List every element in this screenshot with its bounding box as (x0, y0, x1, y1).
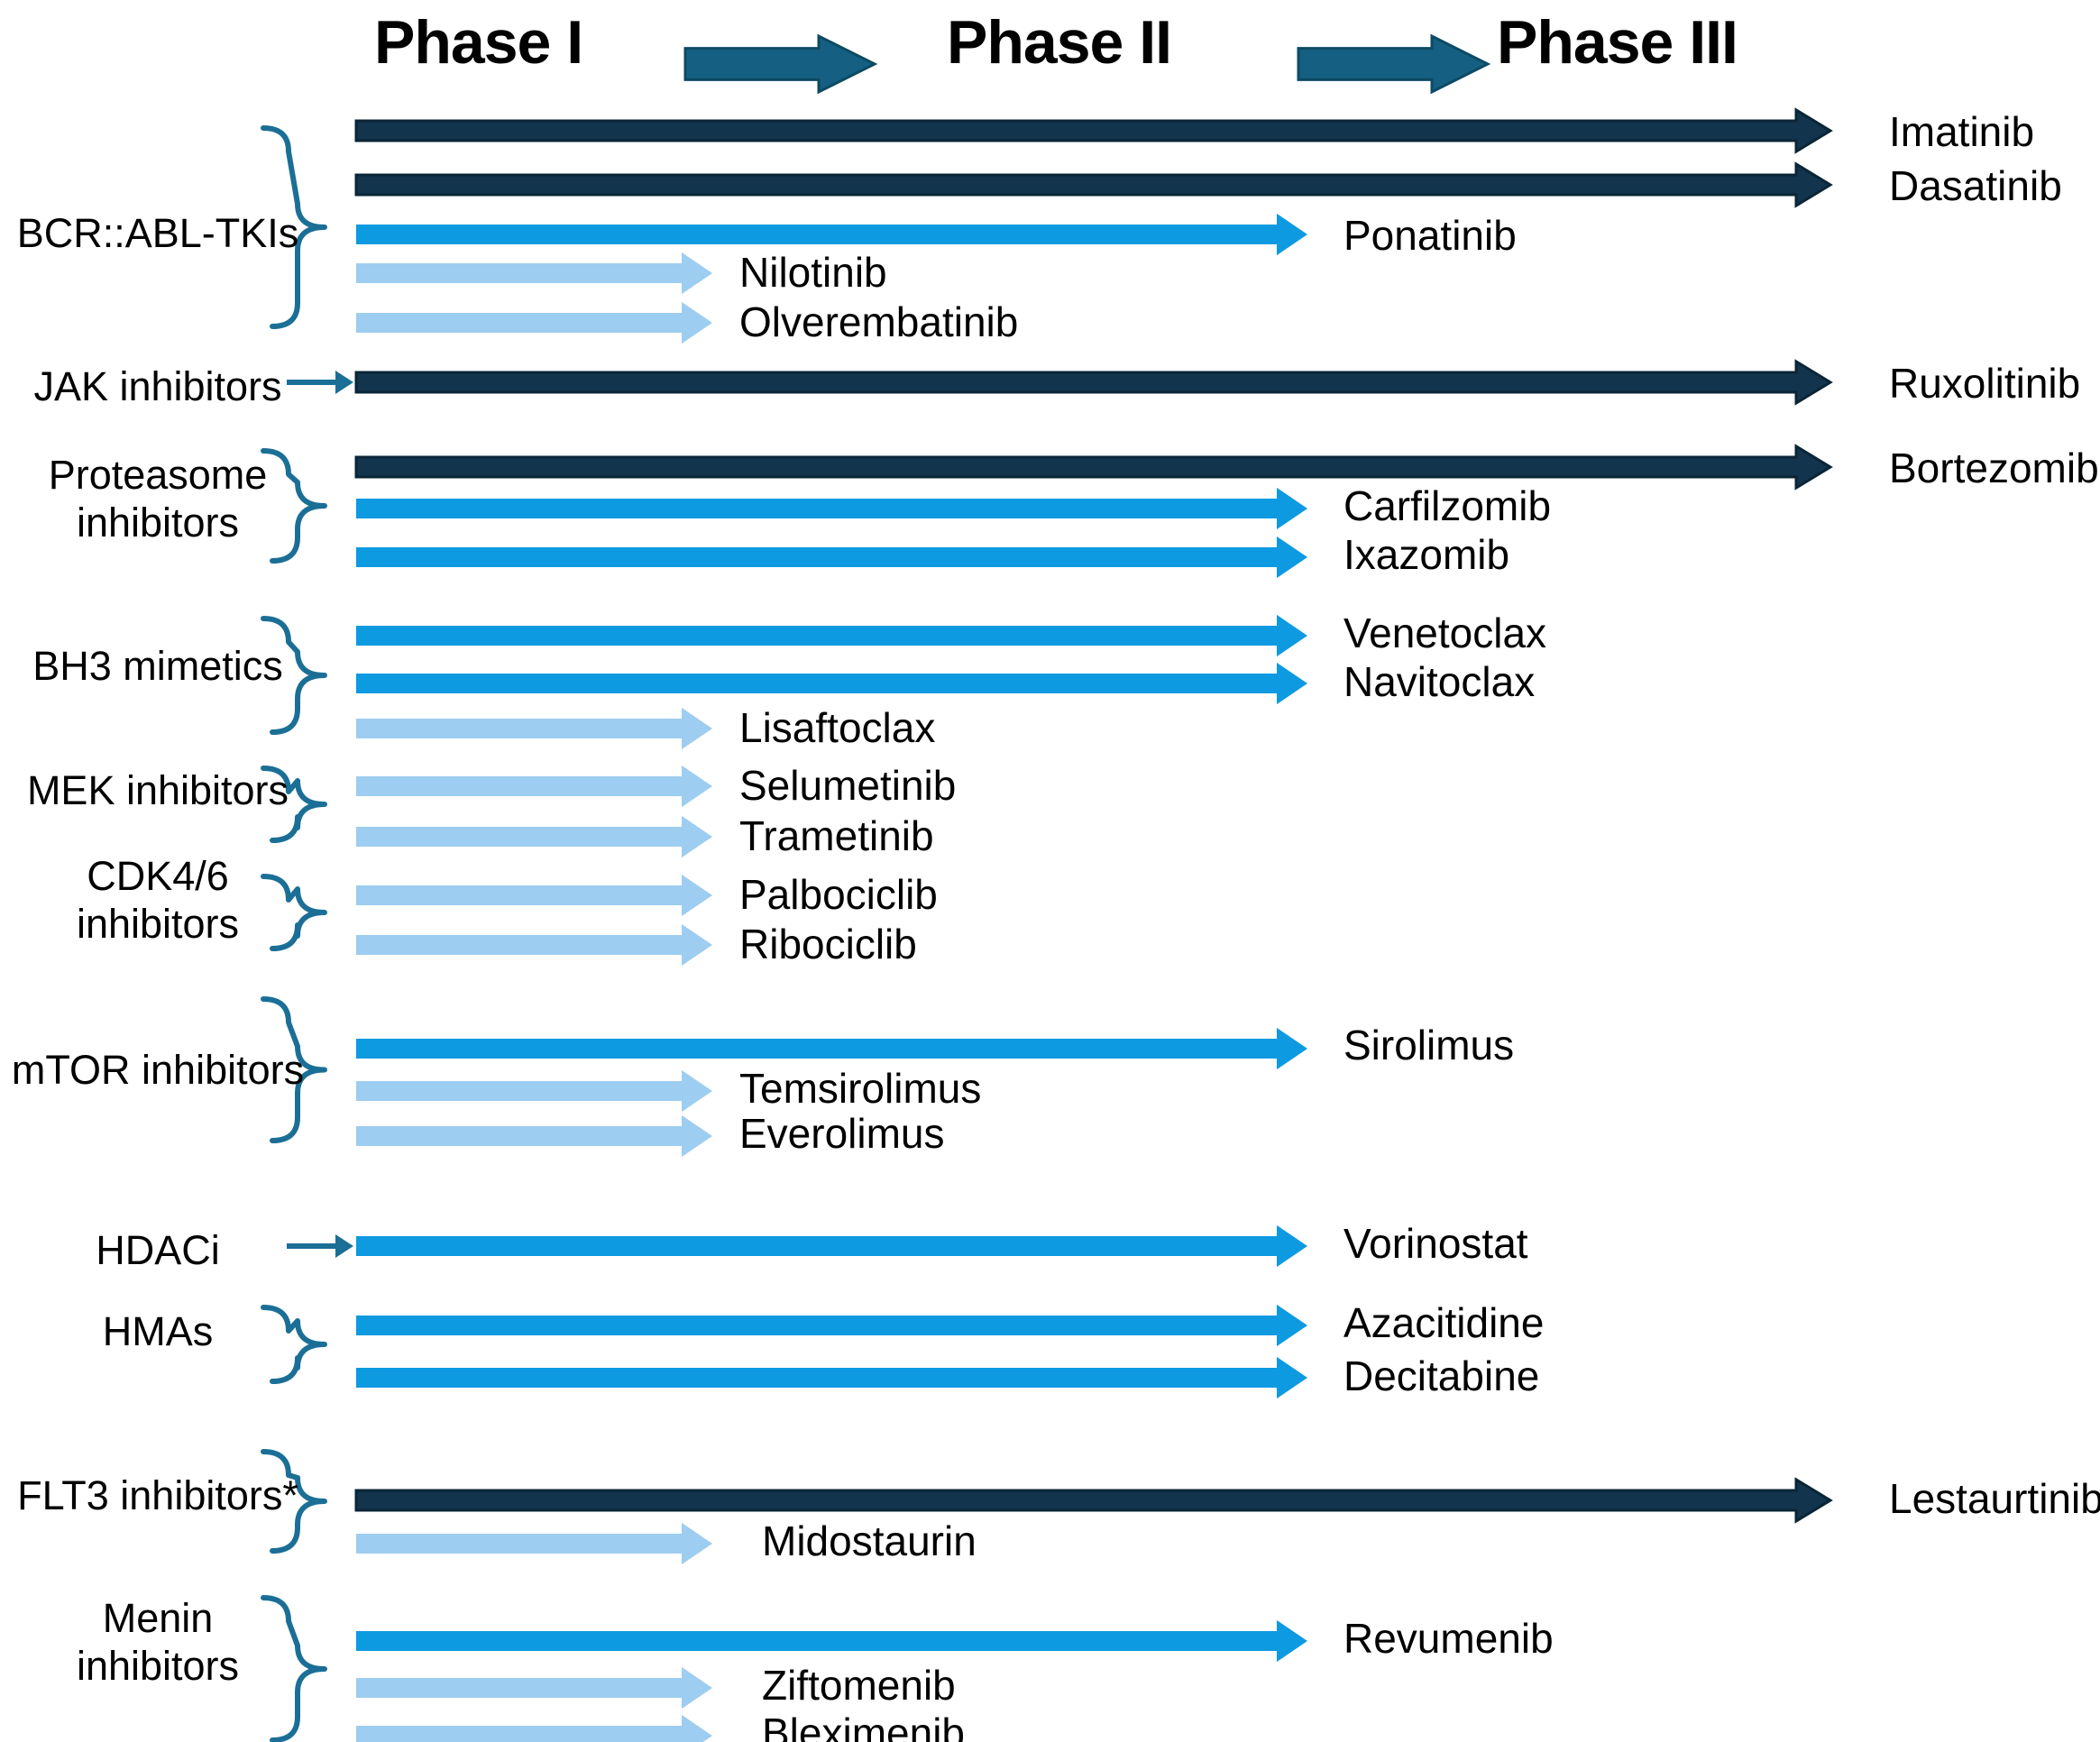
bar-everolimus (356, 1114, 712, 1158)
bar-olverembatinib (356, 301, 712, 344)
group-label-bh3-mimetics: BH3 mimetics (32, 643, 283, 689)
bar-revumenib (356, 1619, 1307, 1663)
drug-name-dasatinib: Dasatinib (1889, 162, 2062, 209)
group-brace (261, 448, 327, 564)
drug-name-vorinostat: Vorinostat (1343, 1220, 1528, 1267)
group-label-flt3-inhibitors: FLT3 inhibitors* (17, 1472, 298, 1518)
drug-name-lisaftoclax: Lisaftoclax (739, 704, 936, 751)
group-label-menin-inhibitors: Menin inhibitors (76, 1595, 240, 1690)
group-label-mek-inhibitors: MEK inhibitors (26, 767, 289, 813)
phase-header: Phase I Phase II Phase III (0, 0, 2100, 108)
drug-name-azacitidine: Azacitidine (1343, 1299, 1545, 1346)
group-brace (261, 616, 327, 735)
drug-name-midostaurin: Midostaurin (762, 1517, 977, 1564)
drug-name-palbociclib: Palbociclib (739, 871, 938, 918)
bar-selumetinib (356, 765, 712, 808)
bar-temsirolimus (356, 1069, 712, 1113)
bar-sirolimus (356, 1027, 1307, 1070)
group-brace (261, 1449, 327, 1554)
drug-name-navitoclax: Navitoclax (1343, 658, 1536, 705)
drug-name-ribociclib: Ribociclib (739, 921, 917, 967)
group-connector-arrow (287, 1234, 353, 1258)
group-brace (261, 996, 327, 1143)
drug-name-ziftomenib: Ziftomenib (762, 1662, 956, 1709)
phase-ii-to-iii-arrow (1297, 33, 1491, 95)
group-brace (261, 1595, 327, 1742)
group-label-hdaci: HDACi (96, 1227, 220, 1273)
bar-ruxolitinib (354, 359, 1833, 406)
bar-nilotinib (356, 252, 712, 295)
drug-name-sirolimus: Sirolimus (1343, 1022, 1515, 1068)
bar-ixazomib (356, 536, 1307, 579)
bar-venetoclax (356, 614, 1307, 657)
group-brace (261, 1305, 327, 1384)
phase-i-to-ii-arrow (683, 33, 878, 95)
group-brace (261, 125, 327, 329)
bar-ponatinib (356, 213, 1307, 256)
drug-name-ponatinib: Ponatinib (1343, 212, 1517, 259)
drug-name-olverembatinib: Olverembatinib (739, 298, 1019, 345)
drug-name-bleximenib: Bleximenib (762, 1710, 965, 1742)
bar-ribociclib (356, 923, 712, 967)
bar-ziftomenib (356, 1666, 712, 1710)
group-connector-arrow (287, 371, 353, 394)
group-brace (261, 874, 327, 951)
drug-name-nilotinib: Nilotinib (739, 249, 887, 296)
drug-name-venetoclax: Venetoclax (1343, 610, 1547, 656)
bar-imatinib (354, 107, 1833, 154)
bar-lestaurtinib (354, 1477, 1833, 1524)
bar-carfilzomib (356, 487, 1307, 530)
group-label-jak-inhibitors: JAK inhibitors (33, 363, 282, 409)
bar-decitabine (356, 1356, 1307, 1399)
bar-trametinib (356, 815, 712, 858)
bar-bleximenib (356, 1714, 712, 1742)
bar-dasatinib (354, 161, 1833, 208)
bar-palbociclib (356, 874, 712, 917)
drug-name-lestaurtinib: Lestaurtinib (1889, 1475, 2100, 1522)
bar-bortezomib (354, 444, 1833, 491)
drug-name-decitabine: Decitabine (1343, 1352, 1540, 1399)
phase-label-1: Phase I (374, 8, 583, 77)
drug-name-everolimus: Everolimus (739, 1110, 945, 1157)
phase-label-3: Phase III (1497, 8, 1738, 77)
drug-name-selumetinib: Selumetinib (739, 762, 957, 809)
bar-azacitidine (356, 1304, 1307, 1347)
group-brace (261, 766, 327, 843)
bar-lisaftoclax (356, 707, 712, 750)
drug-name-carfilzomib: Carfilzomib (1343, 482, 1552, 529)
group-label-hmas: HMAs (102, 1308, 214, 1354)
group-label-bcr-abl-tkis: BCR::ABL-TKIs (16, 210, 299, 256)
group-label-cdk4-6-inhibitors: CDK4/6 inhibitors (76, 853, 240, 948)
drug-name-revumenib: Revumenib (1343, 1615, 1554, 1662)
drug-name-trametinib: Trametinib (739, 812, 934, 859)
group-label-proteasome-inhibitors: Proteasome inhibitors (48, 452, 268, 546)
drug-name-ruxolitinib: Ruxolitinib (1889, 360, 2081, 407)
bar-midostaurin (356, 1522, 712, 1565)
phase-label-2: Phase II (947, 8, 1172, 77)
drug-name-imatinib: Imatinib (1889, 108, 2035, 155)
drug-name-bortezomib: Bortezomib (1889, 445, 2099, 491)
bar-navitoclax (356, 662, 1307, 705)
drug-name-ixazomib: Ixazomib (1343, 531, 1510, 578)
bar-vorinostat (356, 1224, 1307, 1268)
group-label-mtor-inhibitors: mTOR inhibitors (11, 1047, 305, 1093)
drug-name-temsirolimus: Temsirolimus (739, 1065, 982, 1112)
